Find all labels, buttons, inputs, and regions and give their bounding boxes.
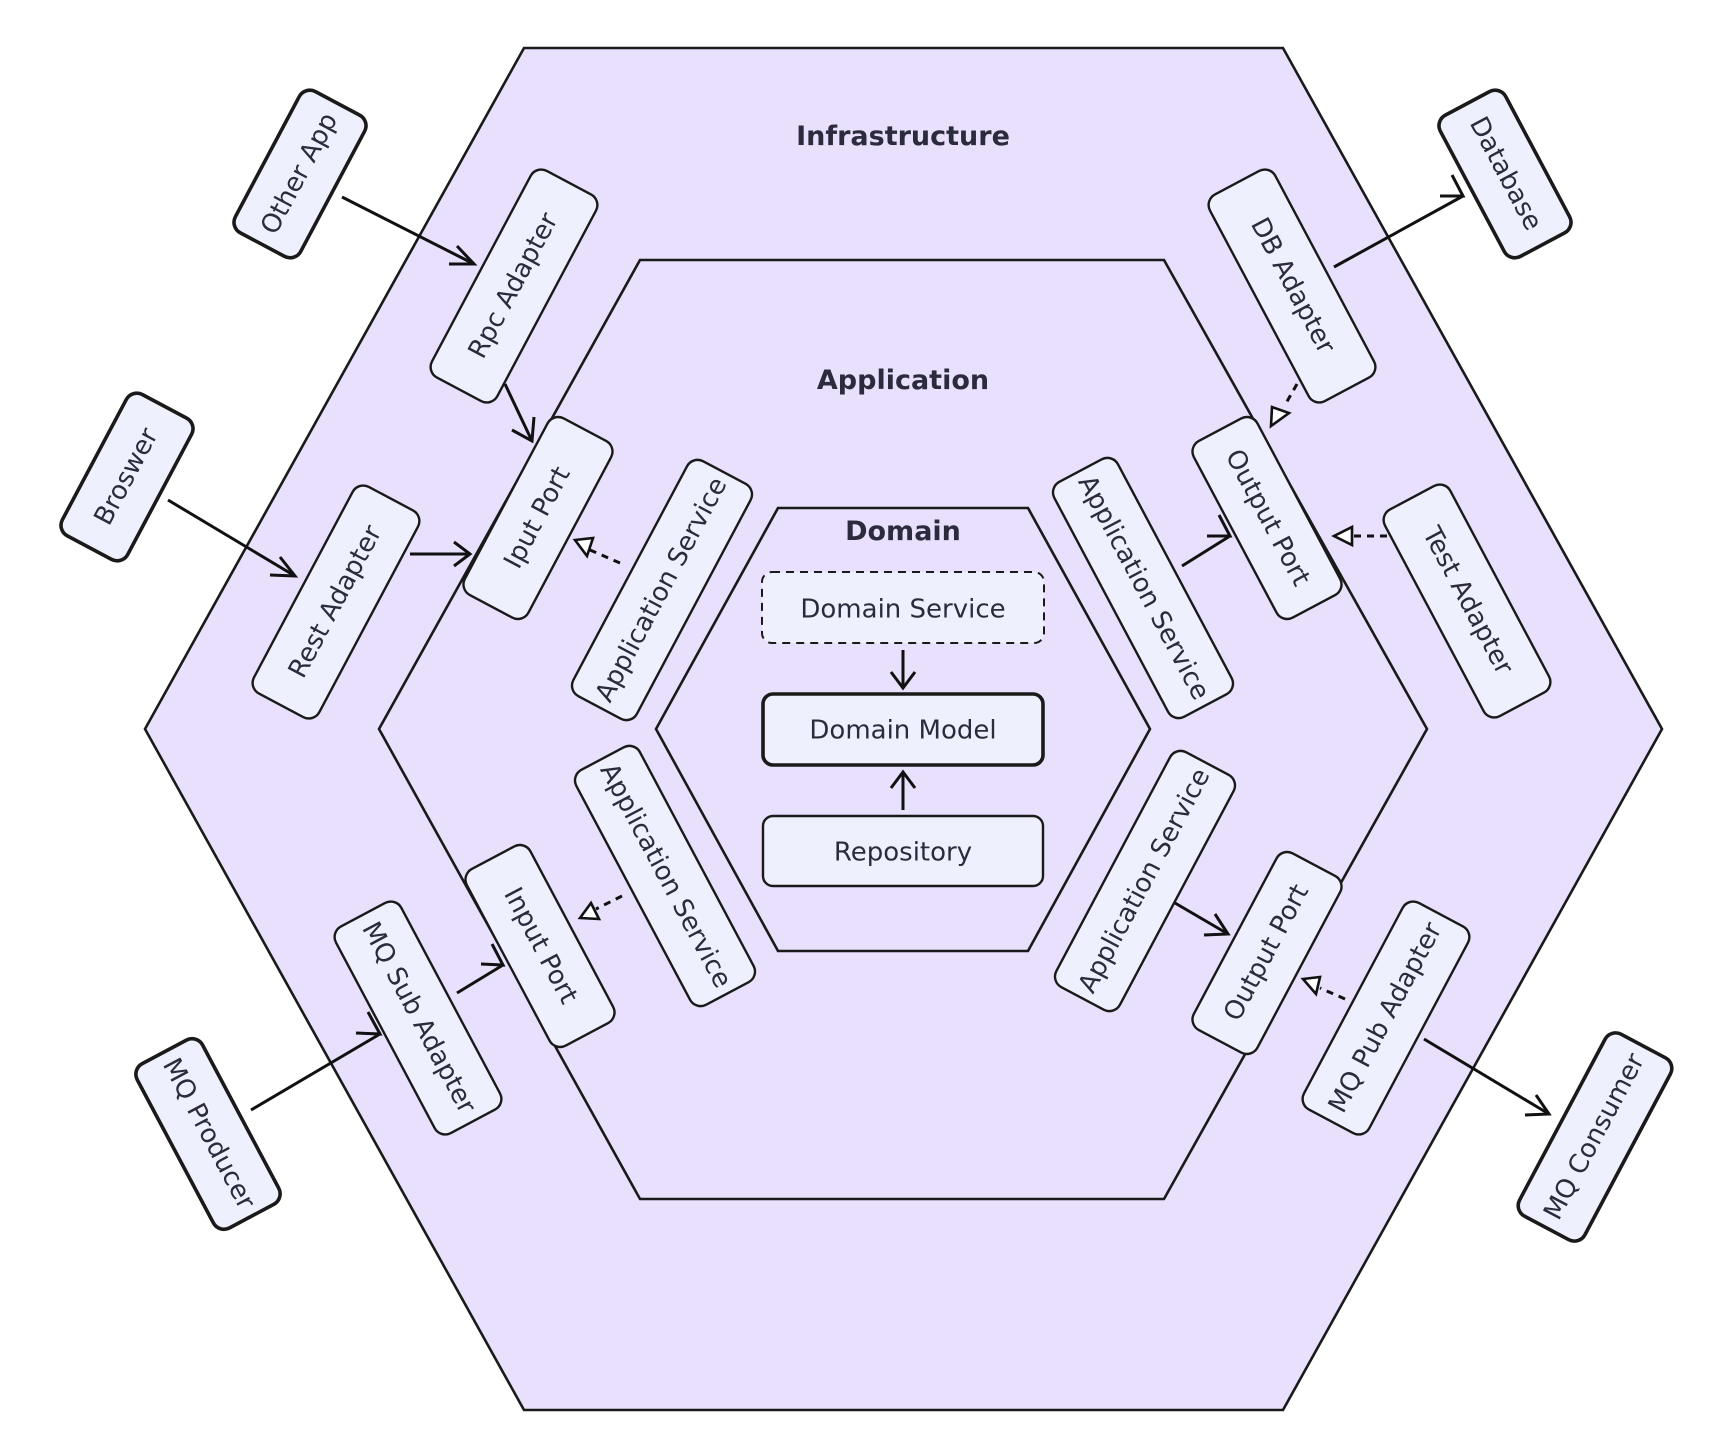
domain-service-label: Domain Service [800,595,1005,625]
arrow-app-service-to-output-port-bottom [1174,901,1231,937]
arrow-sub-adapter-to-input-port [456,943,506,995]
arrow-mq-pub-adapter-implements-output-port [1300,975,1346,1001]
arrow-mq-producer-to-sub-adapter [250,1011,383,1112]
arrow-db-adapter-implements-output-port [1269,383,1299,429]
arrow-repository-to-model [889,769,917,810]
repository-label: Repository [834,838,972,868]
arrow-rest-to-input-port [410,540,473,568]
arrow-mq-pub-adapter-to-consumer [1423,1037,1552,1117]
domain-title: Domain [845,516,961,547]
mq-consumer-box: MQ Consumer [1516,1031,1674,1243]
mq-producer-box: MQ Producer [134,1036,282,1232]
domain-model-label: Domain Model [809,716,996,746]
other-app-box: Other App [232,88,368,260]
arrow-db-adapter-to-database [1333,174,1466,269]
arrow-domain-service-to-model [889,650,917,691]
arrow-app-service-implements-input-port-top [572,536,621,565]
domain-model-box: Domain Model [761,692,1045,767]
repository-box: Repository [761,814,1045,888]
arrow-app-service-to-output-port-top [1181,514,1233,568]
application-title: Application [817,365,989,396]
arrow-test-adapter-implements-output-port [1331,524,1387,548]
arrow-rpc-to-input-port [503,383,536,444]
arrow-browser-to-rest [167,498,299,578]
arrow-other-app-to-rpc [341,195,478,266]
database-box: Database [1437,88,1573,260]
arrow-app-service-implements-input-port-bottom [577,894,623,921]
browser-box: Broswer [59,391,195,563]
domain-service-box: Domain Service [761,571,1045,644]
infrastructure-title: Infrastructure [796,121,1010,152]
